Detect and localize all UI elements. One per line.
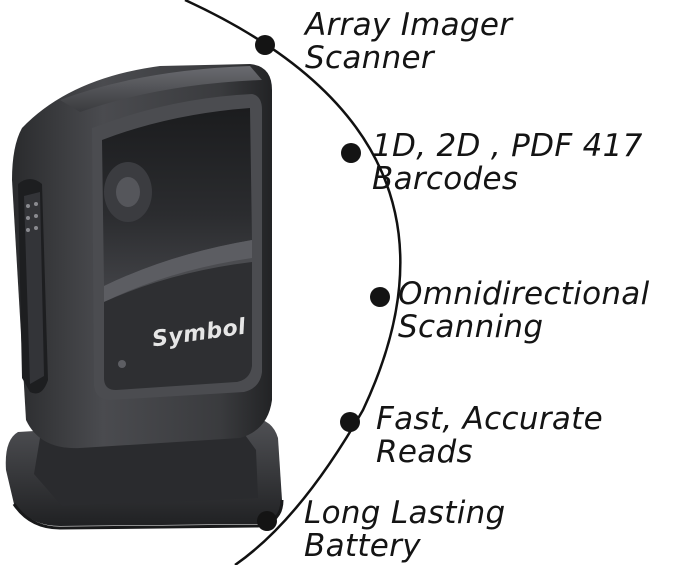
feature-dot-5 bbox=[257, 511, 277, 531]
feature-battery: Long Lasting Battery bbox=[304, 497, 506, 563]
feature-omnidirectional: Omnidirectional Scanning bbox=[398, 278, 650, 344]
feature-dot-1 bbox=[255, 35, 275, 55]
feature-line: Omnidirectional bbox=[398, 276, 650, 312]
feature-line: Array Imager bbox=[305, 7, 513, 43]
feature-line: Reads bbox=[376, 434, 473, 470]
feature-arc bbox=[184, 0, 402, 565]
feature-line: Fast, Accurate bbox=[376, 401, 603, 437]
feature-line: Barcodes bbox=[372, 161, 519, 197]
feature-dot-4 bbox=[340, 412, 360, 432]
feature-line: Battery bbox=[304, 528, 421, 564]
feature-line: Scanner bbox=[305, 40, 434, 76]
feature-dot-2 bbox=[341, 143, 361, 163]
feature-barcodes: 1D, 2D , PDF 417 Barcodes bbox=[372, 130, 643, 196]
feature-line: 1D, 2D , PDF 417 bbox=[372, 128, 643, 164]
feature-dot-3 bbox=[370, 287, 390, 307]
feature-fast-reads: Fast, Accurate Reads bbox=[376, 403, 603, 469]
feature-line: Scanning bbox=[398, 309, 544, 345]
feature-array-imager: Array Imager Scanner bbox=[305, 9, 512, 75]
feature-line: Long Lasting bbox=[304, 495, 506, 531]
scanner-head bbox=[12, 64, 272, 449]
status-led-grid bbox=[26, 202, 38, 232]
